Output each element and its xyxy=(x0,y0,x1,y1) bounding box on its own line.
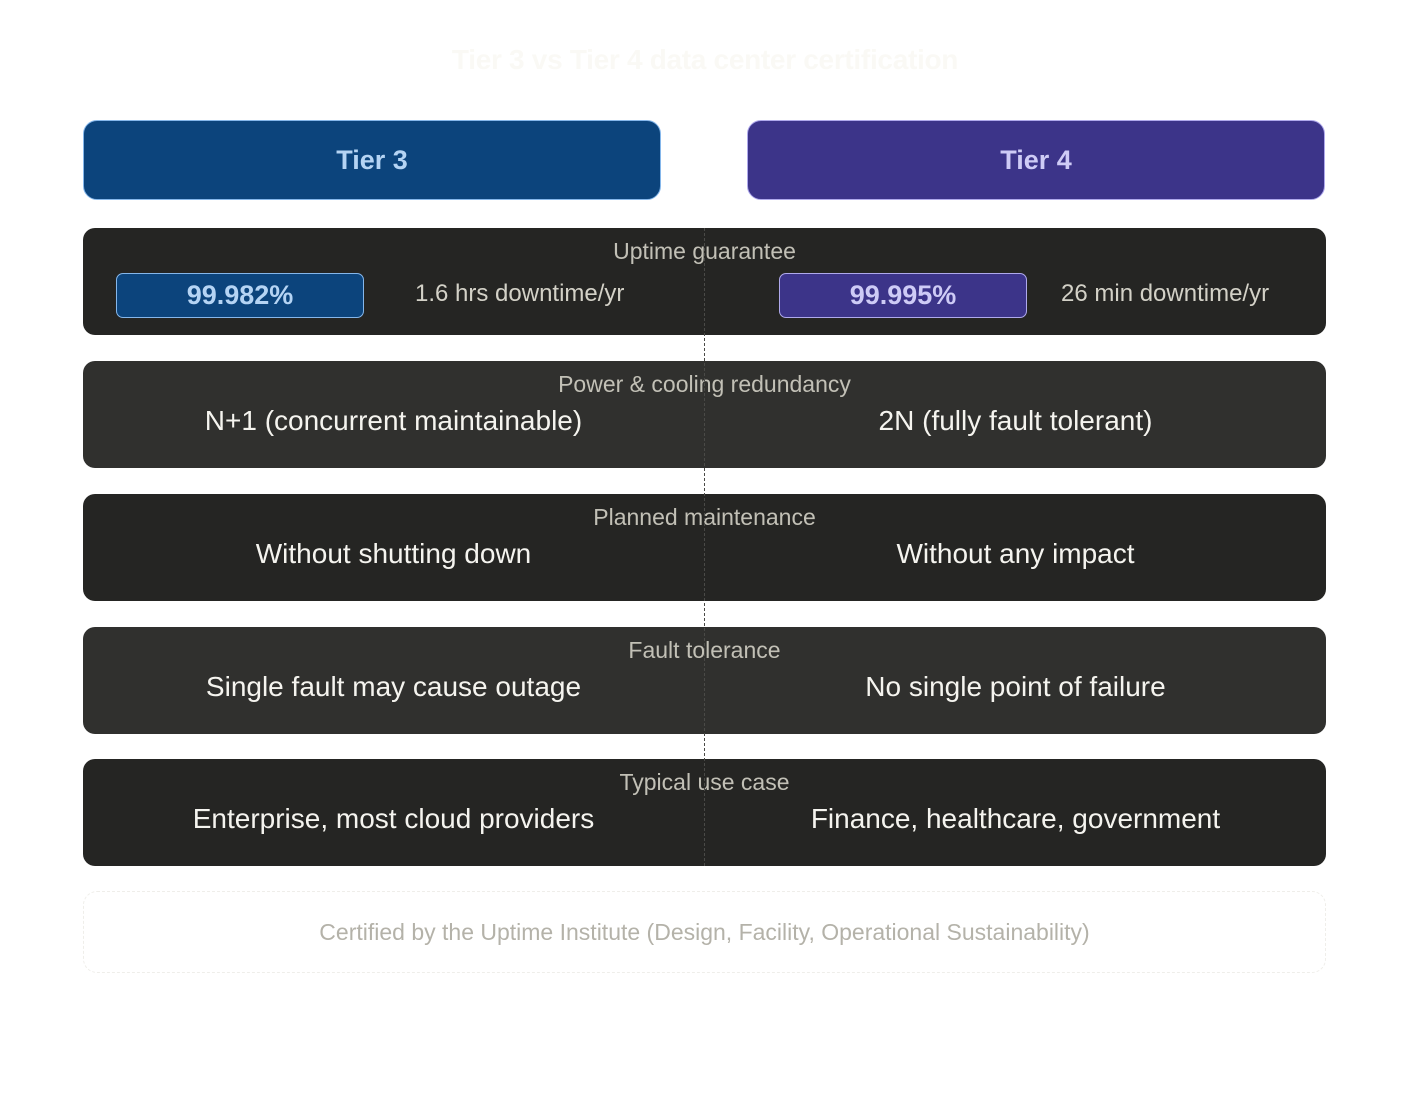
tier3-value: Single fault may cause outage xyxy=(205,671,582,702)
tier3-header-label: Tier 3 xyxy=(336,144,408,175)
tier4-header-label: Tier 4 xyxy=(1000,144,1072,175)
footer-text: Certified by the Uptime Institute (Desig… xyxy=(319,918,1090,945)
tier3-value: Enterprise, most cloud providers xyxy=(192,803,595,834)
tier3-value: N+1 (concurrent maintainable) xyxy=(204,405,583,436)
tier4-value: Without any impact xyxy=(896,538,1135,569)
tier4-uptime-badge: 99.995% xyxy=(779,273,1027,318)
tier3-value: Without shutting down xyxy=(255,538,532,569)
tier3-uptime-value: 99.982% xyxy=(186,280,294,310)
tier4-value: 2N (fully fault tolerant) xyxy=(878,405,1153,436)
tier4-downtime: 26 min downtime/yr xyxy=(1061,280,1270,307)
tier3-header: Tier 3 xyxy=(83,120,661,200)
diagram-title: Tier 3 vs Tier 4 data center certificati… xyxy=(451,44,959,75)
tier3-downtime: 1.6 hrs downtime/yr xyxy=(415,280,625,307)
tier3-uptime-badge: 99.982% xyxy=(116,273,364,318)
tier4-header: Tier 4 xyxy=(747,120,1325,200)
tier4-value: Finance, healthcare, government xyxy=(810,803,1221,834)
tier4-uptime-value: 99.995% xyxy=(849,280,957,310)
footer-note: Certified by the Uptime Institute (Desig… xyxy=(83,891,1326,973)
tier4-value: No single point of failure xyxy=(865,671,1166,702)
center-divider xyxy=(704,228,705,866)
